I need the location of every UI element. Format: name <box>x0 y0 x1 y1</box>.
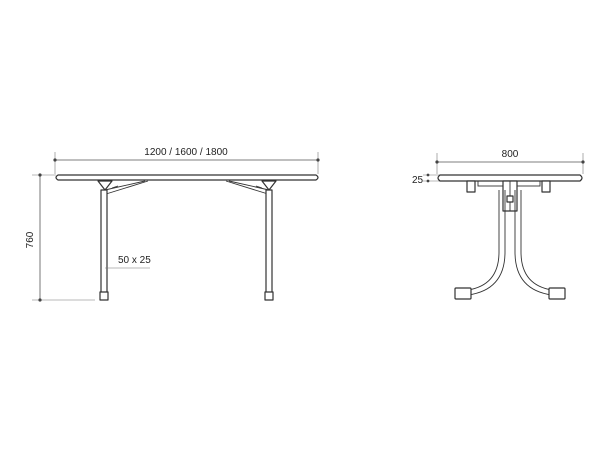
side-feet <box>454 287 566 300</box>
front-view: 1200 / 1600 / 1800 <box>25 147 320 302</box>
front-left-bracket <box>97 180 149 195</box>
leg-section-label: 50 x 25 <box>118 255 151 266</box>
front-table-top <box>55 174 319 181</box>
side-view: 800 25 <box>412 149 585 300</box>
side-thickness-dimension: 25 <box>412 173 440 186</box>
side-center-column <box>502 180 518 212</box>
front-width-dimension: 1200 / 1600 / 1800 <box>53 147 320 174</box>
front-right-leg <box>264 189 274 301</box>
front-width-label: 1200 / 1600 / 1800 <box>144 147 228 158</box>
side-legs <box>467 190 553 296</box>
side-thickness-label: 25 <box>412 175 424 186</box>
side-table-top <box>437 174 583 182</box>
front-left-leg <box>99 189 109 301</box>
side-depth-label: 800 <box>502 149 519 160</box>
front-right-bracket <box>225 180 277 195</box>
front-height-dimension: 760 <box>25 173 95 302</box>
leg-section-callout: 50 x 25 <box>105 255 151 269</box>
front-height-label: 760 <box>25 231 36 248</box>
side-depth-dimension: 800 <box>435 149 585 174</box>
